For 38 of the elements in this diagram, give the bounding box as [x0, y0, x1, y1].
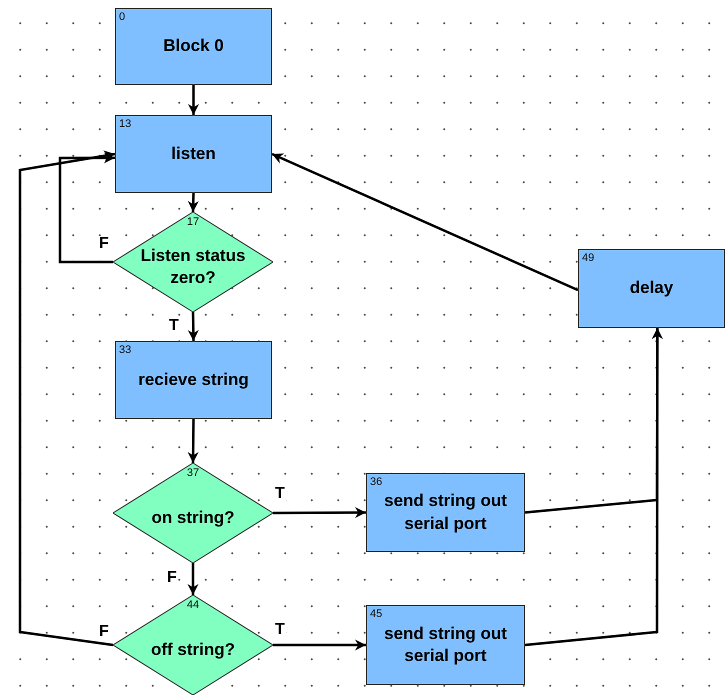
process-box [366, 473, 525, 552]
arrow [188, 85, 199, 115]
step-number: 37 [186, 467, 200, 479]
arrow [524, 328, 663, 646]
step-label: Block 0 [163, 35, 224, 58]
step-number: 49 [582, 252, 594, 264]
arrow [272, 152, 578, 292]
process-box [115, 8, 272, 85]
step-number: 0 [119, 11, 126, 23]
arrow [18, 150, 116, 646]
step-number: 36 [370, 476, 382, 488]
arrow [273, 507, 366, 518]
step-label: recieve string [138, 368, 249, 391]
process-box [578, 249, 725, 328]
decision-diamond [113, 595, 273, 695]
process-box [115, 115, 272, 193]
step-label: listen [171, 142, 216, 165]
step-number: 33 [119, 344, 132, 356]
arrow [273, 640, 366, 650]
arrow [188, 192, 199, 212]
step-label: send string out serial port [383, 490, 508, 534]
step-label: send string out serial port [383, 622, 508, 667]
arrow [188, 563, 198, 595]
process-box [366, 605, 525, 685]
arrow [188, 418, 199, 464]
step-number: 45 [370, 608, 382, 620]
step-label: Listen status zero? [140, 244, 246, 289]
decision-diamond [113, 463, 273, 563]
step-number: 44 [186, 599, 200, 611]
step-number: 13 [119, 118, 132, 130]
arrow [58, 152, 115, 264]
step-number: 17 [186, 216, 200, 228]
decision-diamond [113, 212, 273, 312]
step-label: off string? [150, 638, 236, 661]
step-label: delay [630, 277, 674, 300]
edge-label: T [274, 486, 286, 502]
step-label: on string? [151, 506, 235, 529]
process-box [115, 341, 272, 419]
